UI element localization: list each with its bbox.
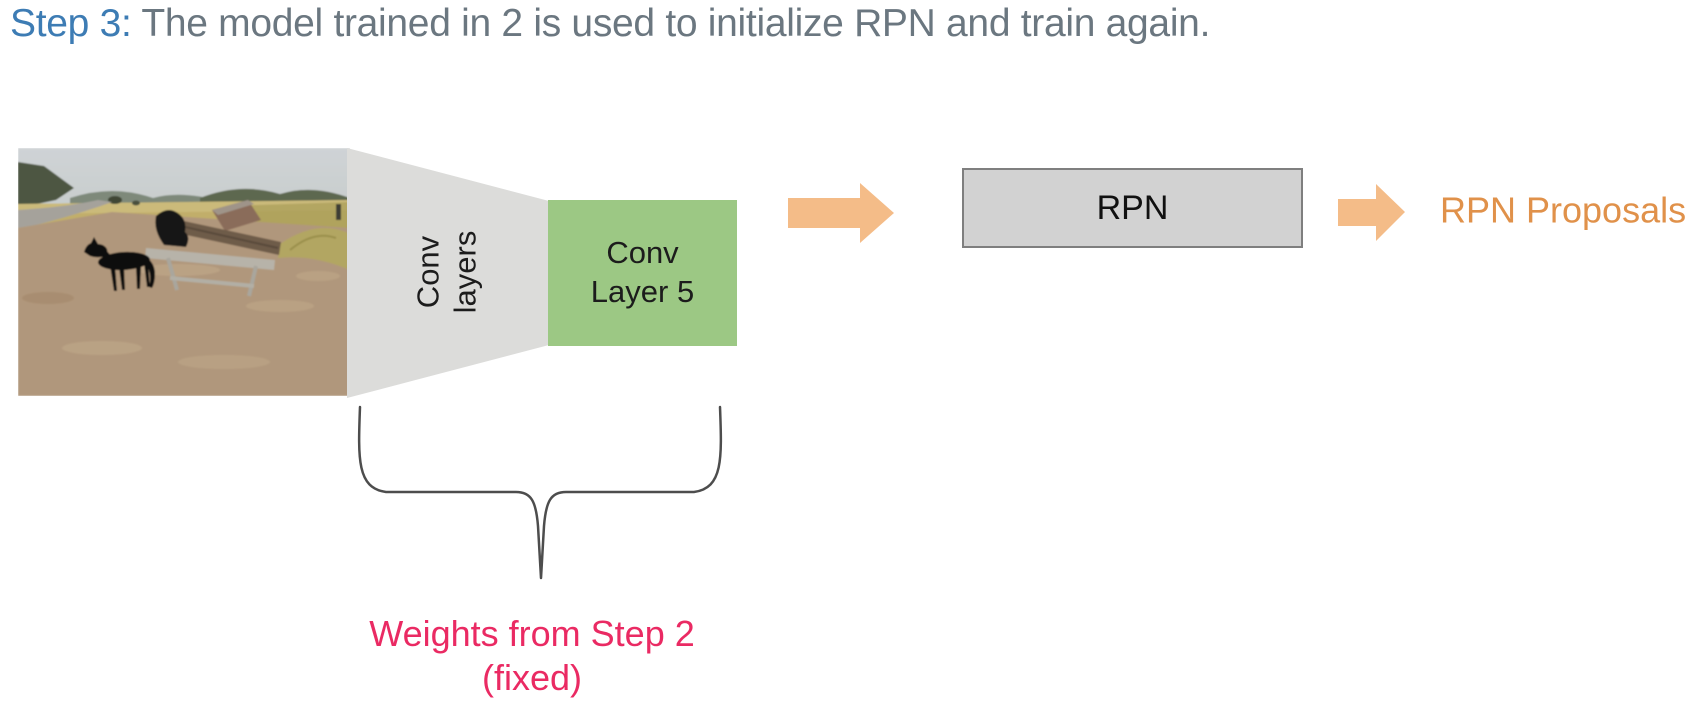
arrow-right-icon <box>1338 184 1405 241</box>
rpn-proposals-label: RPN Proposals <box>1440 189 1687 231</box>
dog-bench-photo-illustration <box>18 148 350 396</box>
conv-layer5-box: Conv Layer 5 <box>548 200 737 346</box>
rpn-box: RPN <box>962 168 1303 248</box>
input-image <box>18 148 350 396</box>
weights-annotation-line2: (fixed) <box>481 656 583 698</box>
conv-layer5-label-line1: Conv <box>606 235 679 271</box>
conv-layers-label: Conv layers <box>410 230 482 314</box>
conv-layers-trapezoid <box>347 148 549 398</box>
curly-brace <box>357 405 723 580</box>
conv-layer5-label-line2: Layer 5 <box>590 274 695 309</box>
weights-annotation-line1: Weights from Step 2 <box>369 613 695 654</box>
step-description: The model trained in 2 is used to initia… <box>141 2 1211 45</box>
step-number-label: Step 3: <box>10 2 132 45</box>
rpn-label: RPN <box>1096 188 1169 227</box>
weights-annotation: Weights from Step 2 (fixed) <box>369 612 694 700</box>
slide-title: Step 3: The model trained in 2 is used t… <box>10 2 1210 46</box>
arrow-right-icon <box>788 183 894 243</box>
